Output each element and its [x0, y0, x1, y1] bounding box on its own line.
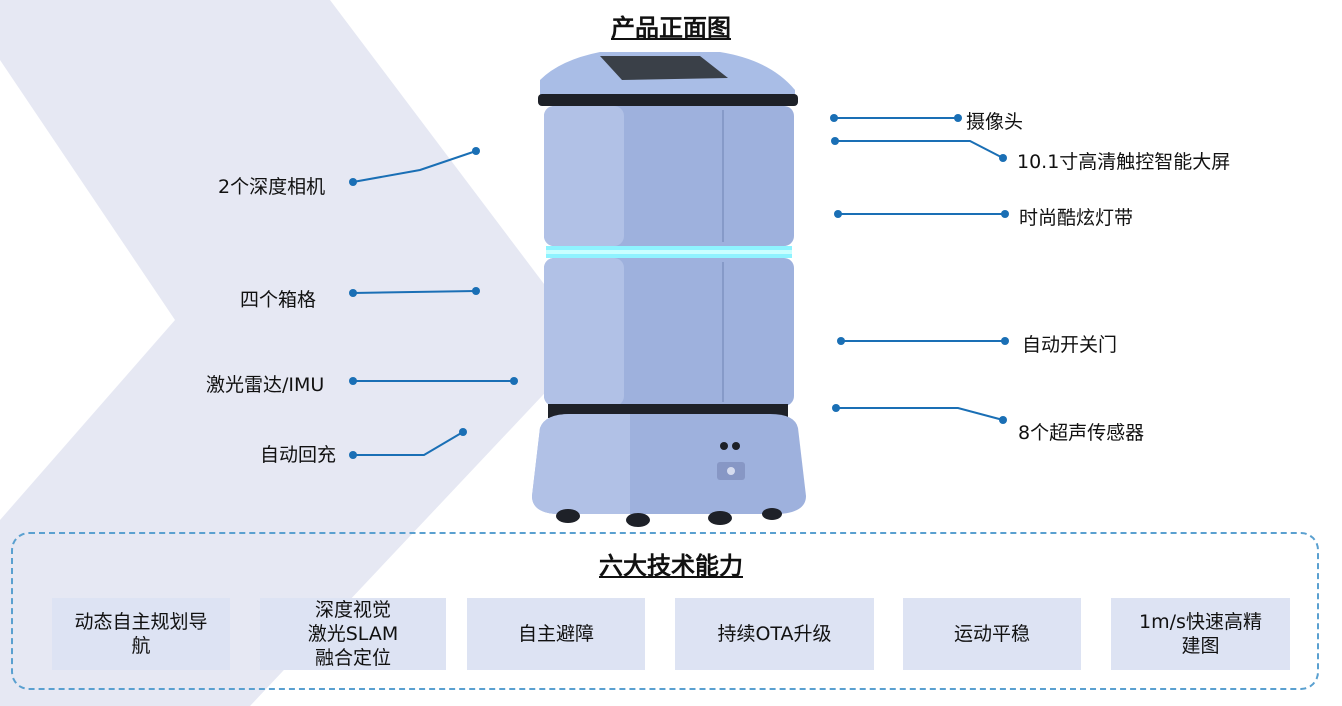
feature-label-auto-door: 自动开关门 [1022, 334, 1118, 356]
feature-label-auto-recharge: 自动回充 [260, 444, 337, 466]
capability-smooth-motion: 运动平稳 [903, 598, 1081, 670]
feature-label-depth-cameras: 2个深度相机 [218, 176, 326, 198]
feature-label-light-strip: 时尚酷炫灯带 [1019, 207, 1134, 229]
robot-illustration [532, 52, 806, 527]
page-title: 产品正面图 [611, 14, 731, 42]
feature-label-touch-screen: 10.1寸高清触控智能大屏 [1017, 151, 1231, 173]
feature-label-lidar-imu: 激光雷达/IMU [206, 374, 325, 396]
capability-ota-upgrade: 持续OTA升级 [675, 598, 874, 670]
capabilities-panel [11, 532, 1319, 690]
capabilities-title: 六大技术能力 [599, 552, 743, 580]
capability-obstacle-avoidance: 自主避障 [467, 598, 645, 670]
capability-dynamic-navigation: 动态自主规划导 航 [52, 598, 230, 670]
feature-label-ultrasonic-sensors: 8个超声传感器 [1018, 422, 1145, 444]
feature-label-four-compartments: 四个箱格 [240, 289, 317, 311]
capability-fast-mapping: 1m/s快速高精 建图 [1111, 598, 1290, 670]
capability-slam-localization: 深度视觉 激光SLAM 融合定位 [260, 598, 446, 670]
feature-label-camera: 摄像头 [966, 111, 1024, 133]
